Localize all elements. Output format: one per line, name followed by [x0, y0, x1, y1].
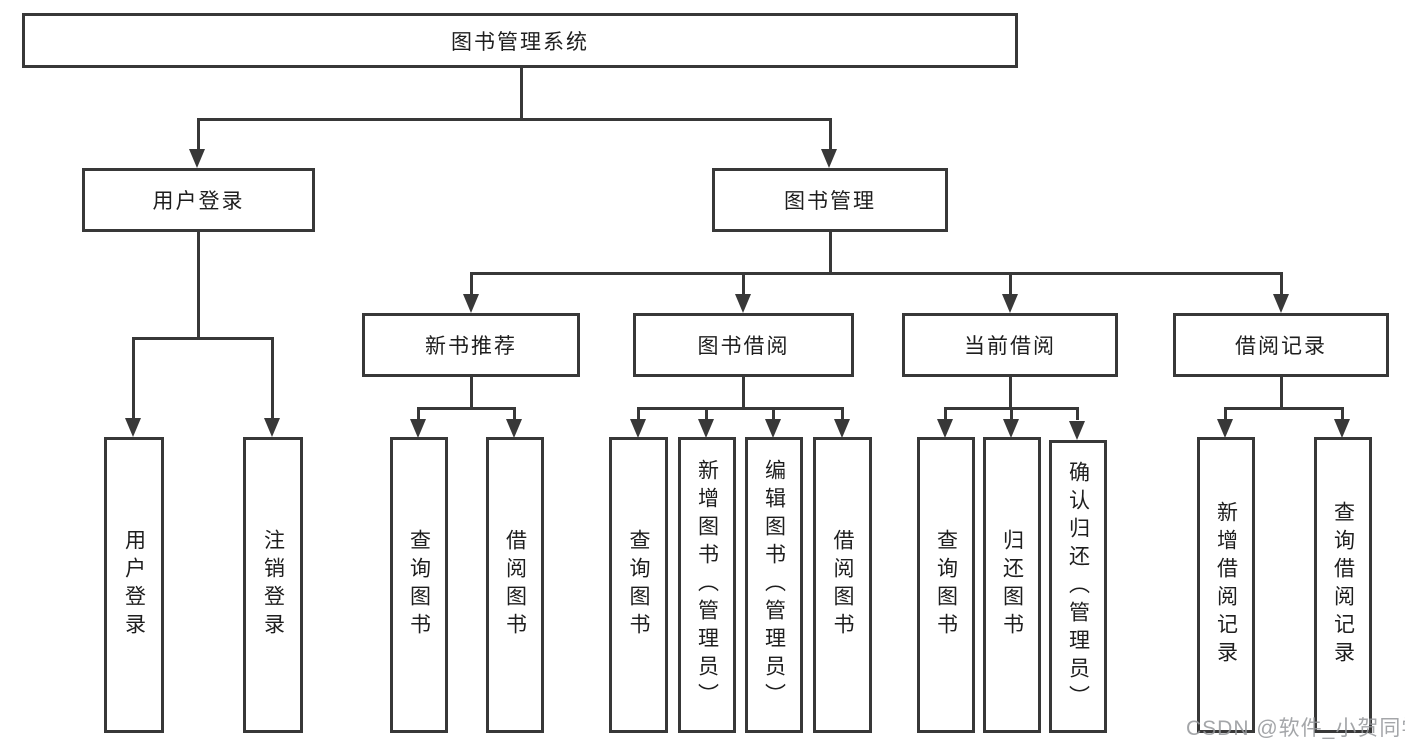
connector-drop-level3 — [1280, 272, 1283, 296]
connector-drop-user-login — [197, 118, 200, 150]
arrowhead-icon — [264, 418, 280, 437]
connector-drop-leaf — [944, 407, 947, 420]
connector-drop-leaf — [1341, 407, 1344, 420]
connector-user-login-rail — [132, 337, 274, 340]
arrowhead-icon — [1003, 419, 1019, 438]
arrowhead-icon — [410, 419, 426, 438]
connector-drop-leaf — [1010, 407, 1013, 420]
leaf-query-books-recommend: 查询图书 — [390, 437, 448, 733]
arrowhead-icon — [1069, 421, 1085, 440]
leaf-query-borrow-record: 查询借阅记录 — [1314, 437, 1372, 733]
connector-new-book-rail — [417, 407, 516, 410]
arrowhead-icon — [821, 149, 837, 168]
leaf-user-login: 用户登录 — [104, 437, 164, 733]
arrowhead-icon — [630, 419, 646, 438]
arrowhead-icon — [937, 419, 953, 438]
csdn-watermark: CSDN @软件_小贺同学 — [1186, 717, 1405, 740]
arrowhead-icon — [1273, 294, 1289, 313]
arrowhead-icon — [1002, 294, 1018, 313]
leaf-logout: 注销登录 — [243, 437, 303, 733]
leaf-query-books-current: 查询图书 — [917, 437, 975, 733]
arrowhead-icon — [463, 294, 479, 313]
connector-root-rail — [197, 118, 832, 121]
connector-book-borrowing-stub — [742, 377, 745, 407]
connector-drop-leaf — [705, 407, 708, 420]
connector-drop-leaf — [417, 407, 420, 420]
connector-root-stub — [520, 68, 523, 118]
node-library-management-system: 图书管理系统 — [22, 13, 1018, 68]
connector-drop-leaf — [132, 337, 135, 419]
connector-drop-leaf — [1224, 407, 1227, 420]
node-book-management: 图书管理 — [712, 168, 948, 232]
node-user-login: 用户登录 — [82, 168, 315, 232]
leaf-borrow-books: 借阅图书 — [813, 437, 872, 733]
leaf-return-books: 归还图书 — [983, 437, 1041, 733]
connector-book-management-stub — [829, 232, 832, 272]
connector-drop-level3 — [470, 272, 473, 296]
connector-book-management-rail — [470, 272, 1283, 275]
connector-drop-leaf — [637, 407, 640, 420]
connector-book-borrowing-rail — [637, 407, 844, 410]
arrowhead-icon — [125, 418, 141, 437]
node-book-borrowing: 图书借阅 — [633, 313, 854, 377]
arrowhead-icon — [1334, 419, 1350, 438]
leaf-borrow-books-recommend: 借阅图书 — [486, 437, 544, 733]
connector-drop-leaf — [841, 407, 844, 420]
connector-borrowing-records-rail — [1224, 407, 1343, 410]
node-current-borrowing: 当前借阅 — [902, 313, 1118, 377]
arrowhead-icon — [189, 149, 205, 168]
node-new-book-recommend: 新书推荐 — [362, 313, 580, 377]
arrowhead-icon — [698, 419, 714, 438]
connector-drop-leaf — [1076, 407, 1079, 420]
connector-current-borrowing-stub — [1009, 377, 1012, 407]
connector-new-book-stub — [470, 377, 473, 407]
connector-drop-book-management — [829, 118, 832, 150]
leaf-add-borrow-record: 新增借阅记录 — [1197, 437, 1255, 733]
leaf-edit-books-admin: 编辑图书（管理员） — [745, 437, 803, 733]
arrowhead-icon — [834, 419, 850, 438]
connector-drop-level3 — [1009, 272, 1012, 296]
connector-drop-level3 — [742, 272, 745, 296]
connector-drop-leaf — [772, 407, 775, 420]
arrowhead-icon — [765, 419, 781, 438]
connector-user-login-stub — [197, 232, 200, 337]
connector-borrowing-records-stub — [1280, 377, 1283, 407]
connector-drop-leaf — [271, 337, 274, 419]
leaf-query-books-borrowing: 查询图书 — [609, 437, 668, 733]
node-borrowing-records: 借阅记录 — [1173, 313, 1389, 377]
leaf-confirm-return-admin: 确认归还（管理员） — [1049, 440, 1107, 733]
arrowhead-icon — [735, 294, 751, 313]
leaf-add-books-admin: 新增图书（管理员） — [678, 437, 736, 733]
connector-drop-leaf — [513, 407, 516, 420]
arrowhead-icon — [1217, 419, 1233, 438]
arrowhead-icon — [506, 419, 522, 438]
